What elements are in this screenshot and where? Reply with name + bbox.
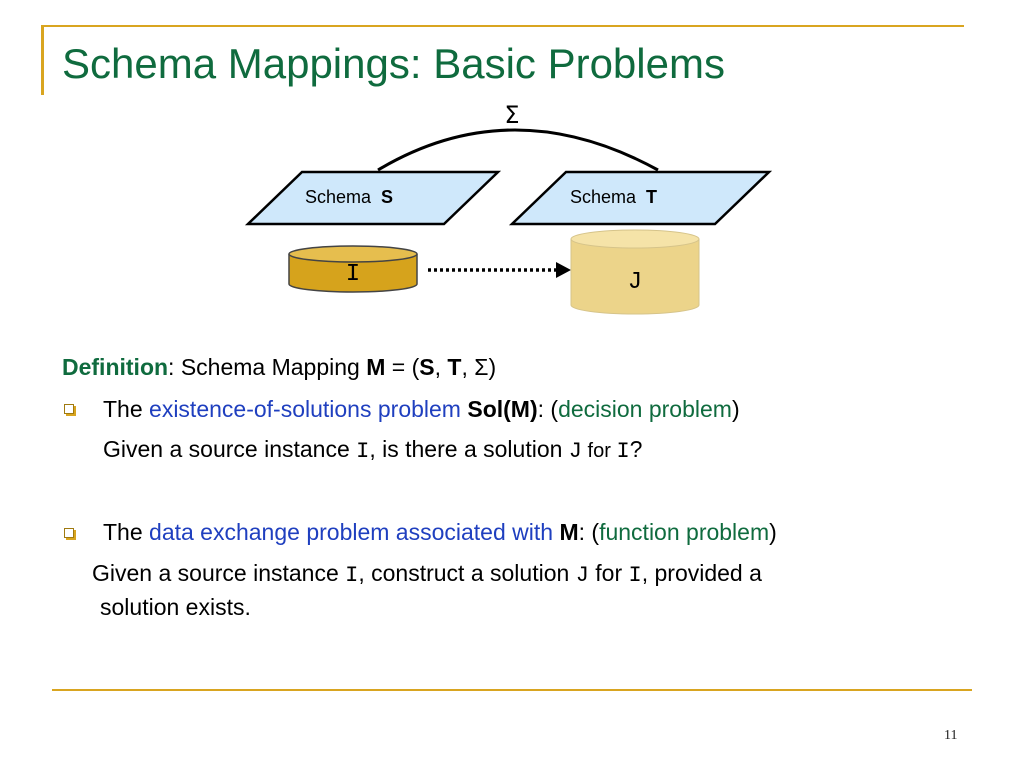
bullet2-detail-i: I <box>345 563 359 588</box>
database-j-icon <box>570 229 700 315</box>
definition-m: M <box>366 354 386 380</box>
bullet2-line: The data exchange problem associated wit… <box>103 519 777 546</box>
bullet-square-icon <box>64 404 74 414</box>
bullet1-detail-b: , is there a solution <box>369 436 569 462</box>
database-i-icon <box>288 245 418 293</box>
frame-left-rule <box>41 25 44 95</box>
definition-t: T <box>447 354 462 380</box>
definition-label: Definition <box>62 354 169 380</box>
schema-s-shape <box>244 170 502 226</box>
bullet1-close: ) <box>731 396 740 422</box>
bullet2-detail-j: J <box>575 563 589 588</box>
bullet1-detail-c: for <box>582 440 617 462</box>
definition-text: : Schema Mapping <box>168 354 367 380</box>
bullet1-detail-i: I <box>356 439 370 464</box>
instance-i-label: I <box>346 261 360 288</box>
bullet2-kind: function problem <box>599 519 770 545</box>
bullet2-detail-b: , construct a solution <box>358 560 576 586</box>
bullet1-detail-j: J <box>568 439 582 464</box>
definition-tail: , Σ) <box>461 354 497 380</box>
bullet1-detail: Given a source instance I, is there a so… <box>103 436 642 464</box>
bullet2-detail: Given a source instance I, construct a s… <box>92 560 762 588</box>
bullet2-the: The <box>103 519 150 545</box>
bullet1-detail-d: ? <box>629 436 643 462</box>
page-number: 11 <box>944 728 958 743</box>
slide-title: Schema Mappings: Basic Problems <box>62 40 725 87</box>
frame-top-rule <box>42 25 964 27</box>
definition-eq: = ( <box>385 354 420 380</box>
bullet2-detail-cont: solution exists. <box>100 594 251 620</box>
sigma-arc <box>377 128 659 172</box>
sigma-label: Σ <box>504 101 519 129</box>
bullet1-name: existence-of-solutions problem <box>149 396 461 422</box>
bullet1-colon: : ( <box>537 396 559 422</box>
instance-j-label: J <box>628 269 642 296</box>
bullet2-detail-i2: I <box>628 563 642 588</box>
definition-line: Definition: Schema Mapping M = (S, T, Σ) <box>62 354 496 381</box>
frame-bottom-rule <box>52 689 972 691</box>
bullet2-detail-d: , provided a <box>641 560 762 586</box>
bullet1-line: The existence-of-solutions problem Sol(M… <box>103 396 740 423</box>
bullet2-detail-c: for <box>588 560 629 586</box>
bullet2-colon: : ( <box>578 519 600 545</box>
bullet1-the: The <box>103 396 150 422</box>
bullet-square-icon <box>64 528 74 538</box>
bullet2-close: ) <box>769 519 777 545</box>
bullet1-detail-i2: I <box>616 439 630 464</box>
definition-comma: , <box>434 354 448 380</box>
schema-t-shape <box>508 170 773 226</box>
bullet2-m: M <box>559 519 579 545</box>
bullet1-kind: decision problem <box>558 396 732 422</box>
arrow-head-icon <box>556 262 571 278</box>
bullet1-sol: Sol(M) <box>467 396 538 422</box>
bullet1-detail-a: Given a source instance <box>103 436 357 462</box>
bullet2-detail-a: Given a source instance <box>92 560 346 586</box>
definition-s: S <box>419 354 435 380</box>
bullet2-name: data exchange problem associated with <box>149 519 554 545</box>
